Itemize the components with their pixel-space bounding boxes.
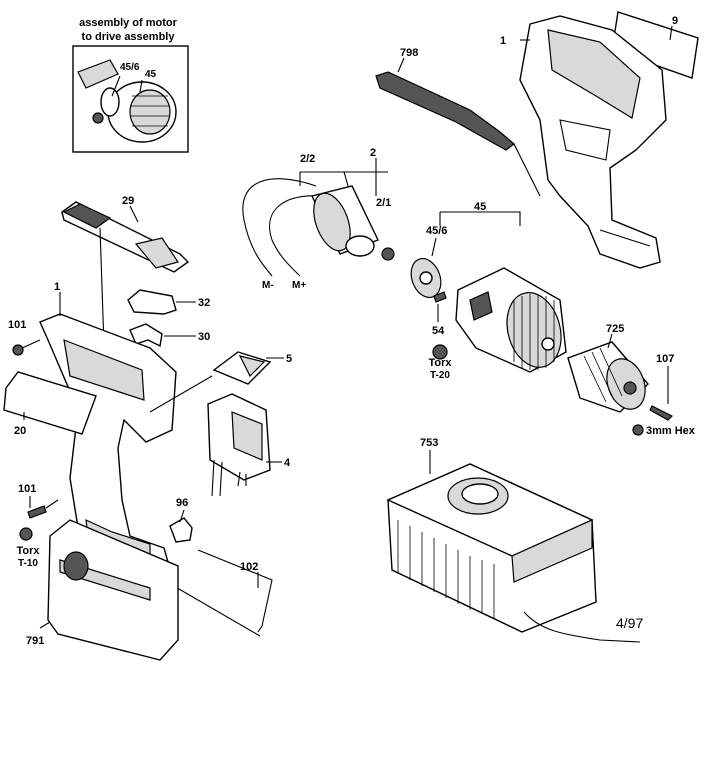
label-part-101-upper: 101 bbox=[8, 319, 26, 331]
part-101-screw-upper: 101 bbox=[8, 319, 41, 356]
inset-plate bbox=[100, 87, 120, 117]
part-798-strap: 798 bbox=[375, 47, 541, 197]
part-1-housing-right: 1 bbox=[500, 15, 667, 269]
label-part-1-right: 1 bbox=[500, 35, 506, 47]
inset-title-line2: to drive assembly bbox=[82, 31, 176, 43]
torx-t20-icon bbox=[432, 344, 448, 360]
part-725-chuck: 725 bbox=[567, 323, 649, 413]
torx-t10-line2: T-10 bbox=[18, 558, 38, 569]
label-part-54: 54 bbox=[432, 325, 445, 337]
part-753-charger: 753 bbox=[386, 437, 641, 643]
part-29-top-cover: 29 bbox=[61, 195, 190, 347]
label-part-2: 2 bbox=[370, 147, 376, 159]
label-part-4: 4 bbox=[284, 457, 291, 469]
label-part-1-left: 1 bbox=[54, 281, 60, 293]
inset-screw bbox=[92, 112, 104, 124]
inset-gearbox-ring bbox=[129, 89, 171, 135]
part-5-switch-cap: 5 bbox=[149, 351, 292, 413]
inset-label-45: 45 bbox=[145, 69, 157, 80]
label-part-753: 753 bbox=[420, 437, 438, 449]
torx-t10-icon bbox=[19, 527, 33, 541]
label-part-791: 791 bbox=[26, 635, 44, 647]
part-20-grip: 20 bbox=[3, 371, 97, 437]
label-terminal-minus: M- bbox=[262, 280, 274, 291]
label-part-107: 107 bbox=[656, 353, 674, 365]
part-107-screw: 107 3mm Hex bbox=[632, 353, 696, 437]
inset-motor-body bbox=[77, 59, 119, 89]
label-part-725: 725 bbox=[606, 323, 624, 335]
label-part-2-2: 2/2 bbox=[300, 153, 315, 165]
torx-t20-note: Torx T-20 bbox=[428, 344, 452, 381]
inset-label-456: 45/6 bbox=[120, 62, 140, 73]
inset-title-line1: assembly of motor bbox=[79, 17, 178, 29]
label-part-2-1: 2/1 bbox=[376, 197, 391, 209]
label-part-32: 32 bbox=[198, 297, 210, 309]
label-part-5: 5 bbox=[286, 353, 292, 365]
part-4-switch: 4 bbox=[207, 393, 291, 497]
torx-t20-line2: T-20 bbox=[430, 370, 450, 381]
part-101-screw-lower: 101 Torx T-10 bbox=[16, 483, 59, 569]
screw-54 bbox=[433, 291, 447, 303]
label-part-29: 29 bbox=[122, 195, 134, 207]
part-791-battery: 791 bbox=[26, 519, 179, 661]
label-part-101-lower: 101 bbox=[18, 483, 36, 495]
label-part-45-6: 45/6 bbox=[426, 225, 447, 237]
label-part-45: 45 bbox=[474, 201, 486, 213]
part-32-clip: 32 bbox=[127, 289, 210, 315]
part-45-gearbox: 45 45/6 54 bbox=[410, 201, 567, 373]
label-part-20: 20 bbox=[14, 425, 26, 437]
label-terminal-plus: M+ bbox=[292, 280, 306, 291]
hex-note: 3mm Hex bbox=[646, 425, 696, 437]
torx-t10-line1: Torx bbox=[16, 545, 40, 557]
label-part-102: 102 bbox=[240, 561, 258, 573]
inset-motor-to-drive: assembly of motor to drive assembly 45/6… bbox=[72, 17, 189, 153]
label-part-30: 30 bbox=[198, 331, 210, 343]
label-part-96: 96 bbox=[176, 497, 188, 509]
hex-icon bbox=[632, 424, 644, 436]
label-part-9: 9 bbox=[672, 15, 678, 27]
label-part-798: 798 bbox=[400, 47, 418, 59]
part-2-motor: 2 2/2 2/1 M- M+ bbox=[242, 147, 395, 291]
date-code: 4/97 bbox=[616, 615, 643, 631]
part-30-clip: 30 bbox=[129, 323, 210, 348]
torx-t20-line1: Torx bbox=[428, 357, 452, 369]
part-96-block: 96 bbox=[169, 497, 193, 543]
